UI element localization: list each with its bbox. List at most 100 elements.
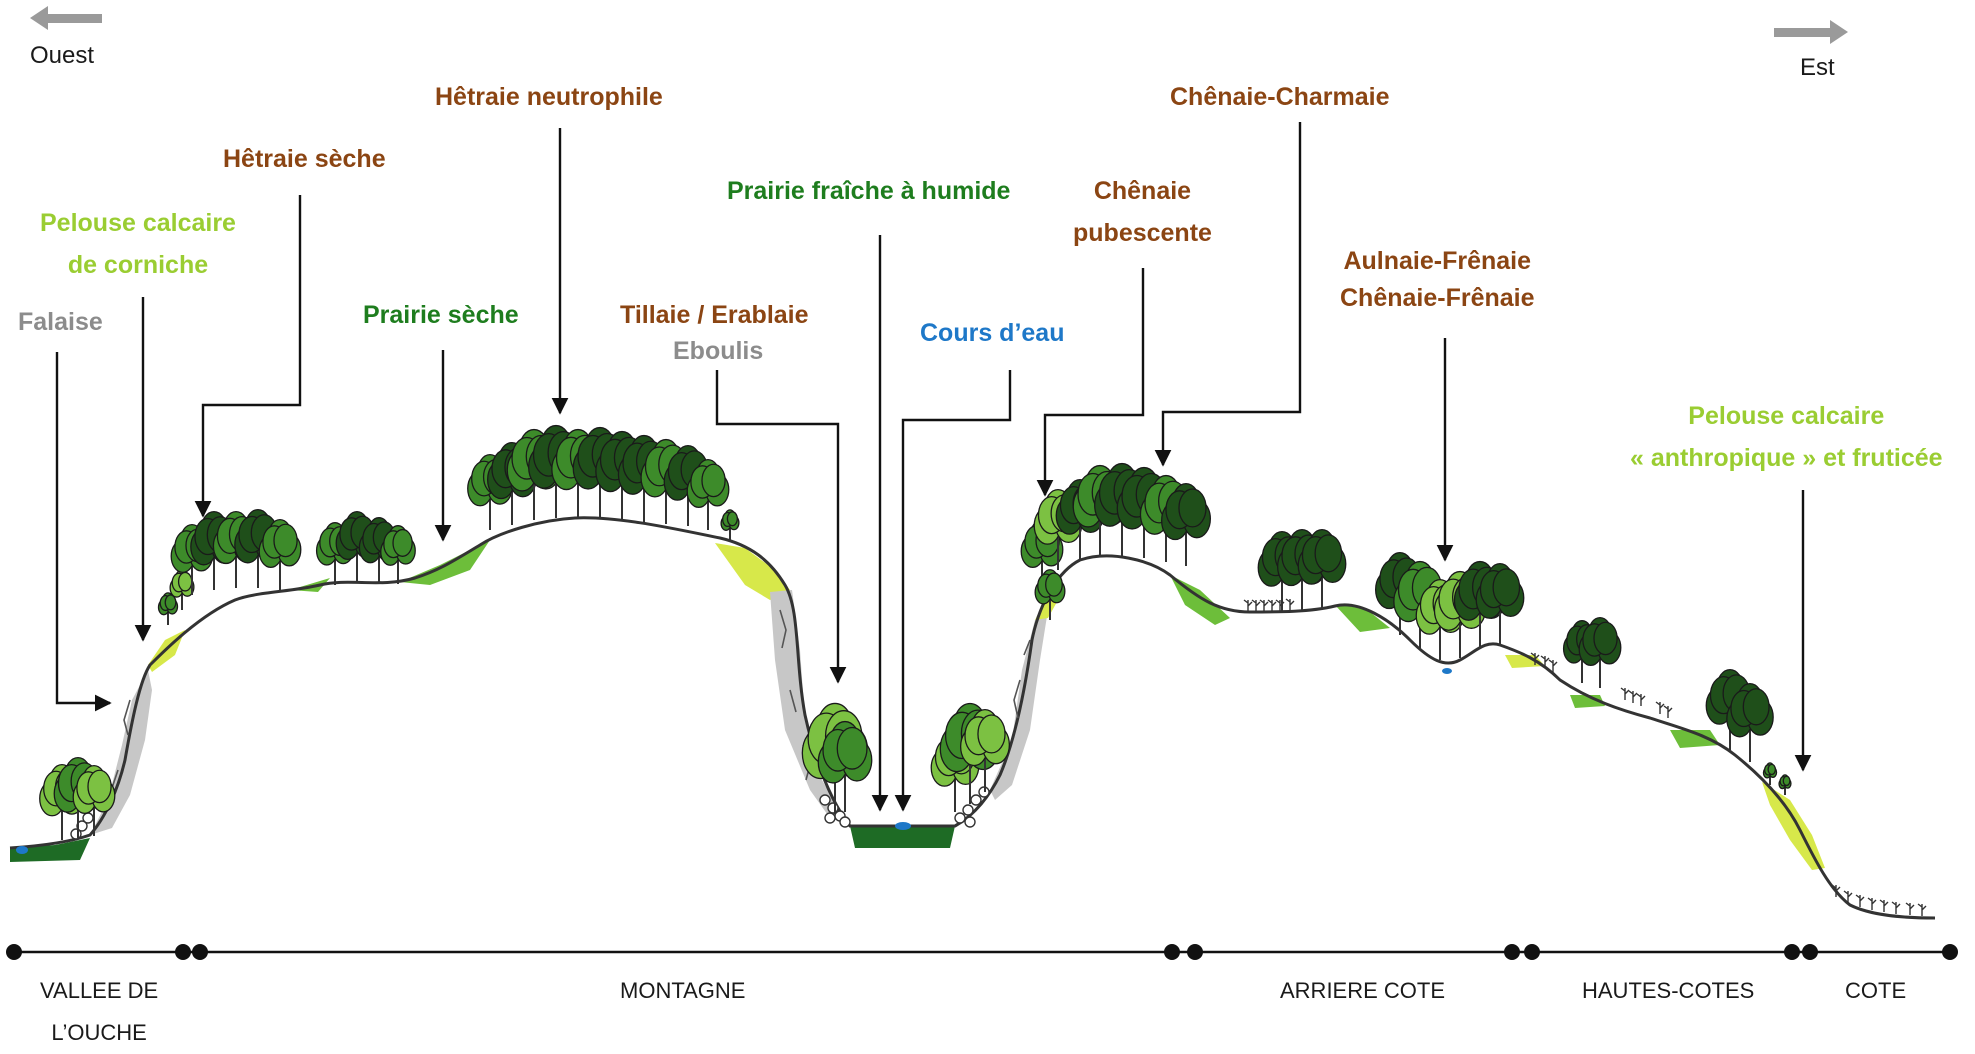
meadow-patch-ac2: [1335, 605, 1390, 632]
cliff-rock-center-west: [770, 590, 842, 818]
shrub-icon: [1879, 899, 1889, 912]
meadow-patch-hc2: [1670, 730, 1720, 748]
water-spot-arriere: [1442, 668, 1452, 674]
tree-icon: [1475, 562, 1525, 644]
label-tillaie: Tillaie / Erablaie: [620, 301, 809, 329]
tree-icon: [1726, 682, 1774, 762]
zone-vallee-ouche-line2: L’OUCHE: [51, 1020, 147, 1045]
cliff-cracks: [111, 609, 1031, 789]
label-hetraie-neutrophile: Hêtraie neutrophile: [435, 83, 663, 111]
tree-icon: [663, 444, 713, 526]
west-label: Ouest: [30, 42, 95, 69]
cote-anthropic-lawn: [1762, 782, 1825, 870]
valley-meadow-patch: [10, 838, 90, 862]
label-eboulis: Eboulis: [673, 337, 764, 365]
label-chenaie-charmaie: Chênaie-Charmaie: [1170, 83, 1390, 111]
east-label: Est: [1800, 54, 1835, 81]
label-pelouse-corniche: Pelouse calcaire de corniche: [40, 202, 236, 286]
shrub-icon: [1891, 901, 1901, 914]
tree-icon: [72, 765, 116, 836]
valley-floor-meadow: [850, 826, 955, 848]
shrub-icon: [1548, 659, 1558, 672]
arrow-hetraie-seche: [194, 195, 302, 518]
label-pelouse-anthropique-line1: Pelouse calcaire: [1688, 402, 1885, 430]
zone-arriere-cote-line1: ARRIERE COTE: [1280, 978, 1446, 1003]
shrub-icon: [1530, 652, 1540, 665]
water-spot-stream: [895, 822, 911, 830]
tree-icon: [686, 458, 730, 530]
zone-cote-line1: COTE: [1845, 978, 1907, 1003]
shrub-icon: [1831, 884, 1841, 897]
tree-icon: [817, 720, 873, 812]
shrub-icon: [1251, 599, 1261, 612]
zone-vallee-ouche: VALLEE DE L’OUCHE: [40, 970, 158, 1054]
zone-hautes-cotes: HAUTES-COTES: [1582, 970, 1754, 1012]
tree-icon: [380, 525, 416, 584]
shrub-icon: [1905, 902, 1915, 915]
tree-icon: [720, 509, 740, 540]
tree-icon: [1778, 774, 1792, 795]
label-pelouse-anthropique: Pelouse calcaire « anthropique » et frut…: [1630, 395, 1943, 479]
tree-icon: [1297, 528, 1347, 610]
tree-icon: [959, 708, 1011, 792]
label-aulnaie-line2: Chênaie-Frênaie: [1340, 284, 1535, 312]
shrub-icon: [1267, 599, 1277, 612]
label-chenaie-pubescente: Chênaie pubescente: [1073, 170, 1212, 254]
shrub-icon: [1628, 690, 1638, 703]
zone-cote: COTE: [1845, 970, 1906, 1012]
arrow-falaise: [55, 352, 112, 712]
zone-montagne: MONTAGNE: [620, 970, 745, 1012]
zone-vallee-ouche-line1: VALLEE DE: [40, 978, 159, 1003]
shrub-icon: [1540, 655, 1550, 668]
label-pelouse-corniche-line1: Pelouse calcaire: [40, 209, 236, 237]
shrub-icon: [1663, 705, 1673, 718]
shrub-icon: [1285, 598, 1295, 611]
arrow-cours-eau: [894, 370, 1012, 812]
tree-icon: [1034, 569, 1066, 620]
zone-arriere-cote: ARRIERE COTE: [1280, 970, 1445, 1012]
label-falaise: Falaise: [18, 308, 103, 336]
cliff-rock-west: [90, 670, 152, 835]
zone-axis-dots: [6, 944, 1958, 960]
arrow-chenaie-pubescente: [1036, 268, 1145, 497]
label-cours-eau: Cours d’eau: [920, 319, 1065, 347]
tree-icon: [157, 592, 179, 625]
tree-icon: [258, 519, 302, 590]
water-spots: [16, 668, 1452, 854]
tree-icon: [1762, 762, 1778, 785]
habitat-patches: [10, 540, 1825, 870]
corniche-lawn-east: [715, 543, 790, 600]
water-spot-ouche: [16, 846, 28, 854]
terrain-profile: [9, 516, 1936, 920]
tree-groups: [39, 424, 1792, 840]
arrow-tillaie: [715, 370, 847, 684]
label-chenaie-pubescente-line2: pubescente: [1073, 219, 1212, 247]
shrub-icon: [1620, 687, 1630, 700]
zone-montagne-line1: MONTAGNE: [620, 978, 746, 1003]
shrub-icon: [1243, 599, 1253, 612]
label-pelouse-anthropique-line2: « anthropique » et fruticée: [1630, 444, 1943, 472]
arrow-chenaie-charmaie: [1154, 122, 1302, 467]
label-hetraie-seche: Hêtraie sèche: [223, 145, 386, 173]
tree-icon: [1578, 617, 1622, 688]
shrub-icon: [1636, 693, 1646, 706]
pointer-arrows: [55, 122, 1812, 812]
scree-rocks: [70, 786, 990, 840]
label-pelouse-corniche-line2: de corniche: [67, 251, 209, 279]
zone-hautes-cotes-line1: HAUTES-COTES: [1582, 978, 1755, 1003]
shrub-groups: [1243, 598, 1927, 916]
shrub-icon: [1259, 599, 1269, 612]
label-chenaie-pubescente-line1: Chênaie: [1093, 177, 1192, 205]
label-aulnaie-line1: Aulnaie-Frênaie: [1343, 247, 1532, 275]
shrub-icon: [1917, 903, 1927, 916]
shrub-icon: [1843, 890, 1853, 903]
tree-icon: [169, 569, 195, 610]
arrow-right-icon: [1774, 20, 1848, 44]
label-prairie-fraiche: Prairie fraîche à humide: [727, 177, 1011, 205]
arrow-left-icon: [30, 6, 102, 30]
shrub-icon: [1855, 894, 1865, 907]
shrub-icon: [1867, 897, 1877, 910]
label-prairie-seche: Prairie sèche: [363, 301, 519, 329]
shrub-icon: [1655, 701, 1665, 714]
